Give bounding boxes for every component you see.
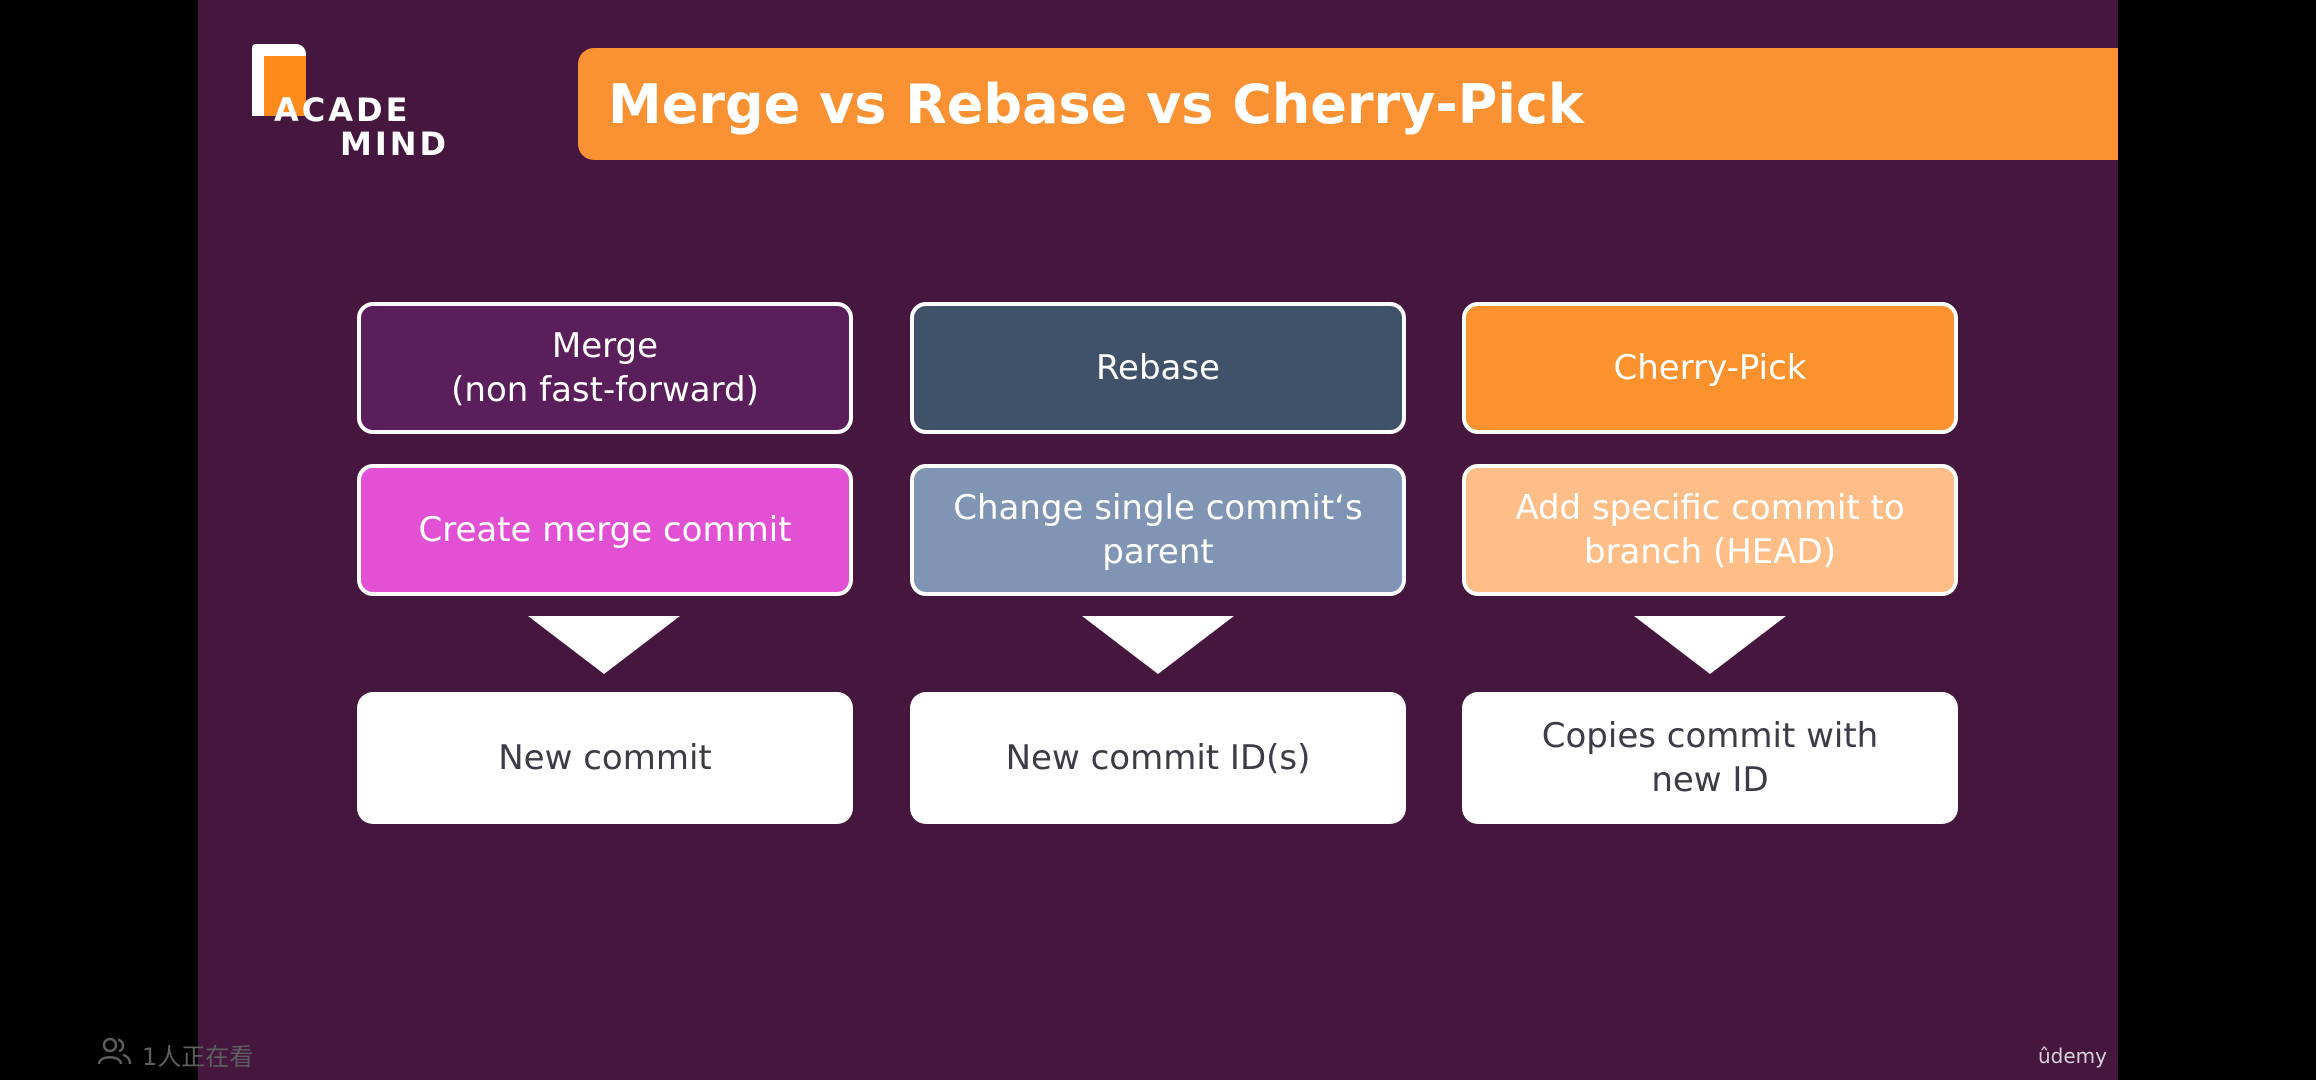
rebase-description-box: Change single commit‘s parent <box>910 464 1406 596</box>
cherry-pick-heading-box: Cherry-Pick <box>1462 302 1958 434</box>
logo-mark-icon <box>252 44 306 116</box>
down-arrow-icon <box>528 616 680 674</box>
udemy-watermark: ûdemy <box>2038 1044 2107 1068</box>
rebase-heading-box: Rebase <box>910 302 1406 434</box>
cherry-pick-description-box: Add specific commit to branch (HEAD) <box>1462 464 1958 596</box>
logo-text-line1: ACADE <box>274 91 411 129</box>
title-bar: Merge vs Rebase vs Cherry-Pick <box>578 48 2118 160</box>
viewer-count-indicator[interactable]: 1人正在看 <box>96 1036 253 1072</box>
down-arrow-icon <box>1082 616 1234 674</box>
rebase-result-box: New commit ID(s) <box>910 692 1406 824</box>
people-icon <box>96 1036 132 1072</box>
logo-text-line2: MIND <box>340 125 450 163</box>
slide-title: Merge vs Rebase vs Cherry-Pick <box>608 72 1584 136</box>
merge-heading-box: Merge (non fast-forward) <box>357 302 853 434</box>
down-arrow-icon <box>1634 616 1786 674</box>
academind-logo: ACADE MIND <box>252 44 452 164</box>
cherry-pick-result-box: Copies commit with new ID <box>1462 692 1958 824</box>
merge-result-box: New commit <box>357 692 853 824</box>
merge-description-box: Create merge commit <box>357 464 853 596</box>
viewer-count-text: 1人正在看 <box>142 1042 254 1071</box>
